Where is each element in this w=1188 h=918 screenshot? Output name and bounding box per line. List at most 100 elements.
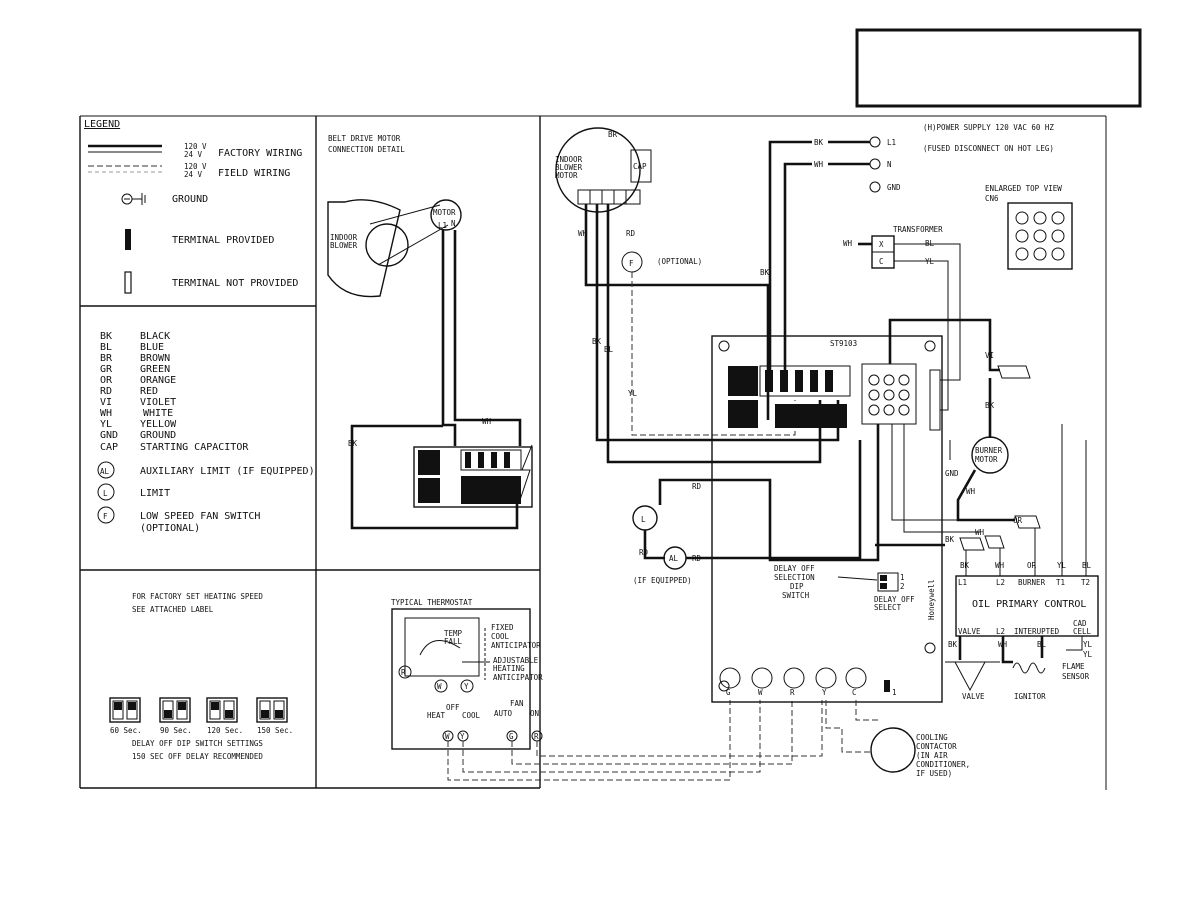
dip-caption-2: 150 SEC OFF DELAY RECOMMENDED <box>132 752 263 761</box>
dip-note-2: SEE ATTACHED LABEL <box>132 605 214 614</box>
f-label: LOW SPEED FAN SWITCH <box>140 511 260 522</box>
dip-switch-150-icon <box>256 697 288 723</box>
dip-setting-label: 150 Sec. <box>257 726 293 735</box>
yl-label: YL <box>628 389 638 398</box>
terminal-not-provided-icon <box>124 271 132 294</box>
wire-wh-power <box>783 162 812 370</box>
bk-opc: BK <box>960 561 970 570</box>
board-terminal-block <box>759 365 851 397</box>
board-terminal-icon <box>728 400 758 428</box>
belt-drive-detail: BELT DRIVE MOTOR CONNECTION DETAIL INDOO… <box>327 134 533 530</box>
opc-bottom: CELL <box>1073 627 1092 636</box>
motor-label-2: BLOWER <box>555 163 583 172</box>
board-edge-terminal <box>929 369 941 431</box>
color-code: BK <box>100 331 112 342</box>
belt-wire-l1 <box>441 230 457 446</box>
thermostat-title: TYPICAL THERMOSTAT <box>391 598 473 607</box>
wh-burner: WH <box>966 487 976 496</box>
thermostat-box <box>391 608 531 750</box>
board-mount-hole <box>718 340 730 352</box>
color-name: BROWN <box>140 353 170 364</box>
wire-bk-power <box>768 140 812 370</box>
terminal-w-icon <box>434 679 448 693</box>
color-name: ORANGE <box>140 375 176 386</box>
thermostat-auto: AUTO <box>494 709 513 718</box>
bk-transformer: BK <box>760 268 770 277</box>
opc-top: L1 <box>958 578 967 587</box>
belt-motor-icon <box>430 199 462 231</box>
opc-top: BURNER <box>1018 578 1046 587</box>
l-label: LIMIT <box>140 488 170 499</box>
opc-bottom: INTERUPTED <box>1014 627 1060 636</box>
yl-flame-2: YL <box>1083 650 1093 659</box>
delay-1: DELAY OFF <box>774 564 815 573</box>
legend-volt-24: 24 V <box>184 150 203 159</box>
bl-ignitor: BL <box>1037 640 1047 649</box>
thermostat-cool: COOL <box>462 711 481 720</box>
bl-opc: BL <box>1082 561 1092 570</box>
board-terminal-icon <box>884 680 890 692</box>
cooling-2: CONTACTOR <box>916 742 957 751</box>
belt-title-2: CONNECTION DETAIL <box>328 145 405 154</box>
power-1: (H)POWER SUPPLY 120 VAC 60 HZ <box>923 123 1054 132</box>
board-terminal-block <box>775 404 847 428</box>
field-wire-cooling-c <box>855 700 880 721</box>
color-code: OR <box>100 375 113 386</box>
wh-label: WH <box>578 229 588 238</box>
opc-bottom: L2 <box>996 627 1005 636</box>
vi-label: VI <box>985 351 994 360</box>
color-name: WHITE <box>143 408 173 419</box>
belt-terminal-icon <box>418 478 440 503</box>
legend-factory-wiring: FACTORY WIRING <box>218 148 302 159</box>
dip-caption-1: DELAY OFF DIP SWITCH SETTINGS <box>132 739 263 748</box>
ignitor-icon <box>1012 662 1046 674</box>
belt-blower-2: BLOWER <box>330 241 358 250</box>
opc-top: T2 <box>1081 578 1090 587</box>
fixed-3: ANTICIPATOR <box>491 641 541 650</box>
al-code: AL <box>100 467 110 476</box>
opc-title: OIL PRIMARY CONTROL <box>972 599 1086 610</box>
belt-l1: L1 <box>438 221 447 230</box>
terminal-rh-icon <box>398 665 412 679</box>
board-mount-hole <box>718 680 730 692</box>
wh-ignitor: WH <box>998 640 1008 649</box>
color-name: BLUE <box>140 342 164 353</box>
oil-primary-control <box>955 575 1099 637</box>
f-optional: (OPTIONAL) <box>657 257 702 266</box>
bk-label: BK <box>592 337 602 346</box>
color-code: RD <box>100 386 112 397</box>
l1-label: L1 <box>887 138 896 147</box>
cap-label: CAP <box>633 162 647 171</box>
dip-setting-label: 60 Sec. <box>110 726 142 735</box>
control-board-st9103 <box>711 335 943 703</box>
delay-pointer <box>837 576 878 581</box>
color-name: BLACK <box>140 331 170 342</box>
thermostat: TYPICAL THERMOSTAT TEMP FALL R W Y FIXED… <box>391 598 823 781</box>
belt-top <box>369 204 441 225</box>
color-code: VI <box>100 397 112 408</box>
color-name: GROUND <box>140 430 176 441</box>
legend-terminal-provided: TERMINAL PROVIDED <box>172 235 274 246</box>
delay-2: SELECTION <box>774 573 815 582</box>
flame-1: FLAME <box>1062 662 1085 671</box>
legend-field-volt-24: 24 V <box>184 170 203 179</box>
belt-blower-1: INDOOR <box>330 233 358 242</box>
belt-terminal-block <box>460 449 522 471</box>
color-name: VIOLET <box>140 397 176 408</box>
cooling-3: (IN AIR <box>916 751 948 760</box>
thermostat-element <box>419 640 461 656</box>
bk-power: BK <box>814 138 824 147</box>
color-code: BL <box>100 342 112 353</box>
wire-bl-motor <box>606 204 822 464</box>
transformer-x: X <box>879 240 884 249</box>
belt-title-1: BELT DRIVE MOTOR <box>328 134 401 143</box>
gnd-burner: GND <box>945 469 959 478</box>
board-term-label: Y <box>822 688 827 697</box>
al-label: AUXILIARY LIMIT (IF EQUIPPED) <box>140 466 315 477</box>
board-one: 1 <box>892 688 897 697</box>
f-symbol: F <box>629 259 634 268</box>
color-name: STARTING CAPACITOR <box>140 442 249 453</box>
dip-switch-60-icon <box>109 697 141 723</box>
legend-terminal-not-provided: TERMINAL NOT PROVIDED <box>172 278 298 289</box>
